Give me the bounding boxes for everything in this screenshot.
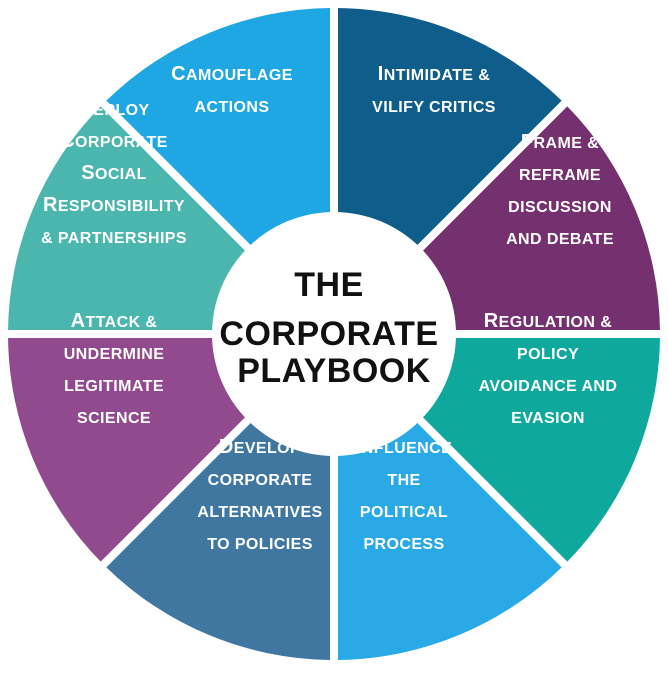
segment-label-intimidate: INTIMIDATE & VILIFY CRITICS: [372, 63, 496, 116]
segment-label-line: LEGITIMATE: [64, 378, 164, 395]
segment-label-regulation: REGULATION & POLICY AVOIDANCE AND EVASION: [479, 310, 618, 427]
segment-influence: [337, 421, 562, 660]
segment-label-line: SOCIAL: [81, 162, 147, 184]
segment-develop: [106, 421, 331, 660]
segment-label-line: AND DEBATE: [506, 231, 614, 248]
segment-label-line: PROCESS: [363, 536, 444, 553]
segment-label-line: REFRAME: [519, 167, 601, 184]
segment-label-line: REGULATION &: [484, 310, 612, 332]
segment-label-line: AVOIDANCE AND: [479, 378, 618, 395]
segment-regulation: [421, 337, 660, 562]
center-circle: [212, 212, 456, 456]
segment-label-line: THE: [387, 472, 420, 489]
segment-label-line: SCIENCE: [77, 410, 151, 427]
segment-label-line: TO POLICIES: [207, 536, 313, 553]
center-title-line-1: THE: [294, 266, 364, 304]
segment-attack: [8, 337, 247, 562]
segment-label-frame: FRAME & REFRAME DISCUSSION AND DEBATE: [506, 131, 614, 248]
segment-label-line: CAMOUFLAGE: [171, 63, 293, 85]
segment-label-influence: INFLUENCE THE POLITICAL PROCESS: [356, 436, 452, 553]
segment-label-develop: DEVELOP CORPORATE ALTERNATIVES TO POLICIES: [197, 436, 322, 553]
segment-label-line: CORPORATE: [208, 472, 313, 489]
segment-label-line: DEVELOP: [219, 436, 301, 458]
segment-label-line: FRAME &: [521, 131, 599, 153]
segment-label-line: DEPLOY: [78, 98, 149, 120]
segment-label-line: DISCUSSION: [508, 199, 612, 216]
segment-label-attack: ATTACK & UNDERMINE LEGITIMATE SCIENCE: [64, 310, 165, 427]
center-title: THE CORPORATE PLAYBOOK: [219, 266, 448, 390]
segment-label-line: RESPONSIBILITY: [43, 194, 185, 216]
segment-frame: [421, 106, 660, 331]
segment-label-line: INTIMIDATE &: [378, 63, 490, 85]
segment-label-line: UNDERMINE: [64, 346, 165, 363]
segment-label-line: EVASION: [511, 410, 585, 427]
segment-label-line: ALTERNATIVES: [197, 504, 322, 521]
segment-label-line: ACTIONS: [195, 99, 270, 116]
center-title-line-3: PLAYBOOK: [237, 352, 431, 390]
segment-camouflage: [106, 8, 331, 247]
segment-label-line: VILIFY CRITICS: [372, 99, 496, 116]
segment-label-line: & PARTNERSHIPS: [41, 230, 187, 247]
segment-label-line: CORPORATE: [60, 130, 168, 152]
segment-label-line: ATTACK &: [71, 310, 158, 332]
segment-label-line: POLITICAL: [360, 504, 448, 521]
segment-label-camouflage: CAMOUFLAGE ACTIONS: [171, 63, 293, 116]
segment-intimidate: [337, 8, 562, 247]
center-title-line-2: CORPORATE: [219, 315, 438, 353]
segment-label-line: INFLUENCE: [356, 436, 452, 458]
segment-label-deploy: DEPLOY CORPORATE SOCIAL RESPONSIBILITY & PAR…: [41, 98, 187, 247]
segment-label-line: POLICY: [517, 346, 579, 363]
segment-deploy: [8, 106, 247, 331]
